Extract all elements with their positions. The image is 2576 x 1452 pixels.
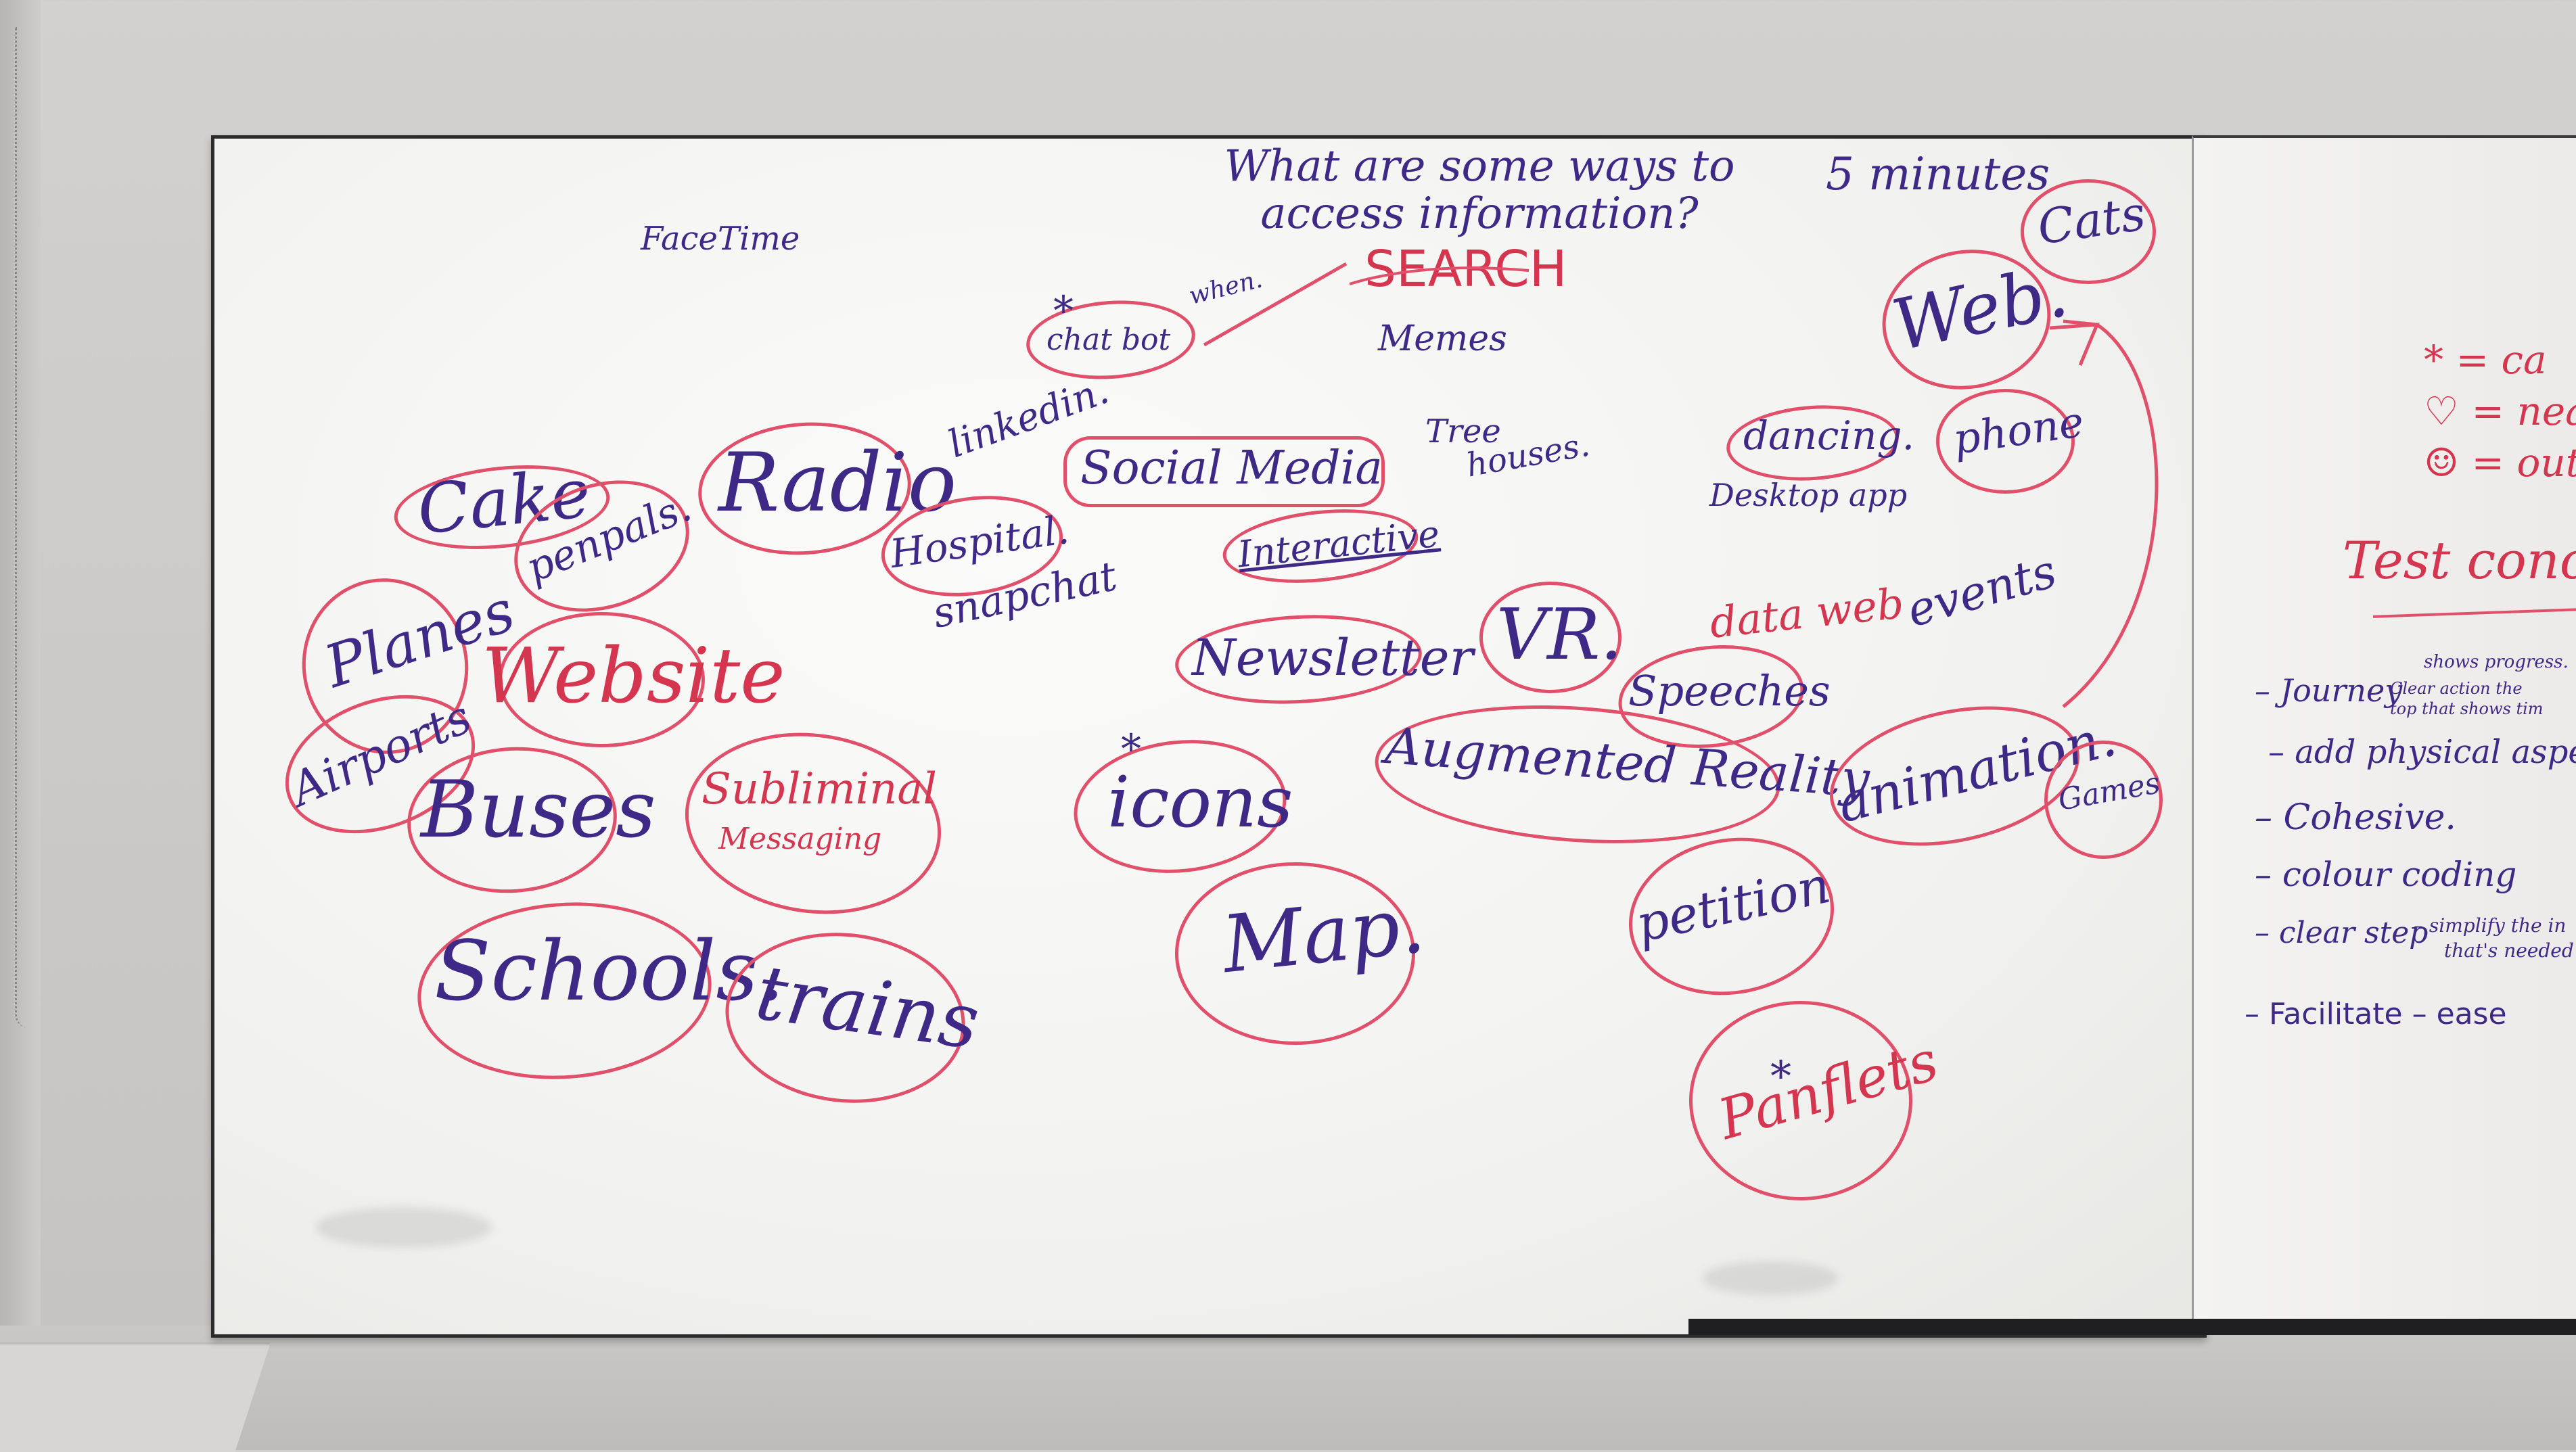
item-journey: – Journey (2255, 672, 2403, 709)
note-website: Website (482, 632, 785, 720)
note-subliminal: Subliminal (702, 764, 937, 814)
legend-row: ♡ = nea (2424, 388, 2576, 434)
star-icon: * (2424, 337, 2443, 383)
star-mark: * (1770, 1052, 1791, 1101)
note-speeches: Speeches (1628, 666, 1831, 716)
circle-map (1175, 862, 1415, 1045)
note-schools: Schools. (434, 923, 785, 1019)
test-concept-heading: Test concep (2343, 530, 2576, 590)
timer-note: 5 minutes (1826, 148, 2050, 200)
star-mark: * (1121, 726, 1141, 773)
box-social-media (1063, 436, 1385, 507)
note-facetime: FaceTime (641, 220, 800, 258)
legend: * = ca ♡ = nea ☺ = out (2424, 334, 2576, 488)
question-title: What are some ways to access information… (1224, 141, 1735, 239)
circle-games (2044, 741, 2163, 859)
note-tree: Tree (1425, 413, 1501, 450)
note-social-media: Social Media (1080, 442, 1383, 495)
item-journey-aside: top that shows tim (2390, 699, 2544, 718)
star-mark: * (1053, 287, 1074, 335)
wall-base (0, 1326, 2576, 1450)
circle-cats (2021, 179, 2156, 284)
note-events: events (1901, 544, 2063, 638)
legend-row: * = ca (2424, 337, 2547, 383)
side-whiteboard: * = ca ♡ = nea ☺ = out Test concep – Jou… (2192, 135, 2576, 1328)
note-desktop-app: Desktop app (1709, 477, 1908, 513)
wall (0, 0, 41, 1450)
circle-vr (1479, 582, 1622, 693)
item-facilitate: – Facilitate – ease (2245, 997, 2507, 1031)
legend-row: ☺ = out (2424, 440, 2576, 486)
note-memes: Memes (1378, 319, 1507, 359)
item-journey-aside: shows progress. (2424, 652, 2569, 672)
marker-tray (1688, 1319, 2576, 1335)
item-clear-step-aside: that's needed (2444, 939, 2574, 962)
note-search: SEARCH (1364, 240, 1567, 298)
note-buses: Buses (421, 764, 656, 856)
item-clear-step: – clear step (2255, 916, 2429, 950)
note-radio: Radio (718, 436, 957, 530)
item-physical: – add physical aspect (2268, 733, 2576, 771)
circle-pamphlets (1689, 1001, 1912, 1200)
item-journey-aside: Clear action the (2390, 679, 2523, 698)
note-dancing: dancing. (1743, 413, 1915, 459)
item-cohesive: – Cohesive. (2255, 797, 2456, 838)
note-when: when. (1186, 265, 1266, 310)
heading-underline (2373, 607, 2576, 618)
blind-cord (15, 27, 43, 1028)
item-clear-step-aside: – simplify the in (2414, 914, 2567, 937)
note-newsletter: Newsletter (1192, 629, 1473, 687)
circle-website (499, 612, 705, 747)
item-colour-coding: – colour coding (2255, 855, 2517, 894)
eraser-smudge (316, 1207, 492, 1248)
note-chatbot: chat bot (1046, 323, 1171, 357)
eraser-smudge (1703, 1261, 1838, 1295)
note-vr: VR. (1496, 593, 1623, 676)
heart-icon: ♡ (2424, 388, 2459, 434)
smiley-icon: ☺ (2424, 440, 2459, 486)
note-data-web: data web (1707, 578, 1906, 648)
note-messaging: Messaging (718, 822, 882, 856)
main-whiteboard: What are some ways to access information… (211, 135, 2207, 1338)
cabinet (0, 1342, 271, 1452)
note-icons: icons (1107, 761, 1293, 843)
